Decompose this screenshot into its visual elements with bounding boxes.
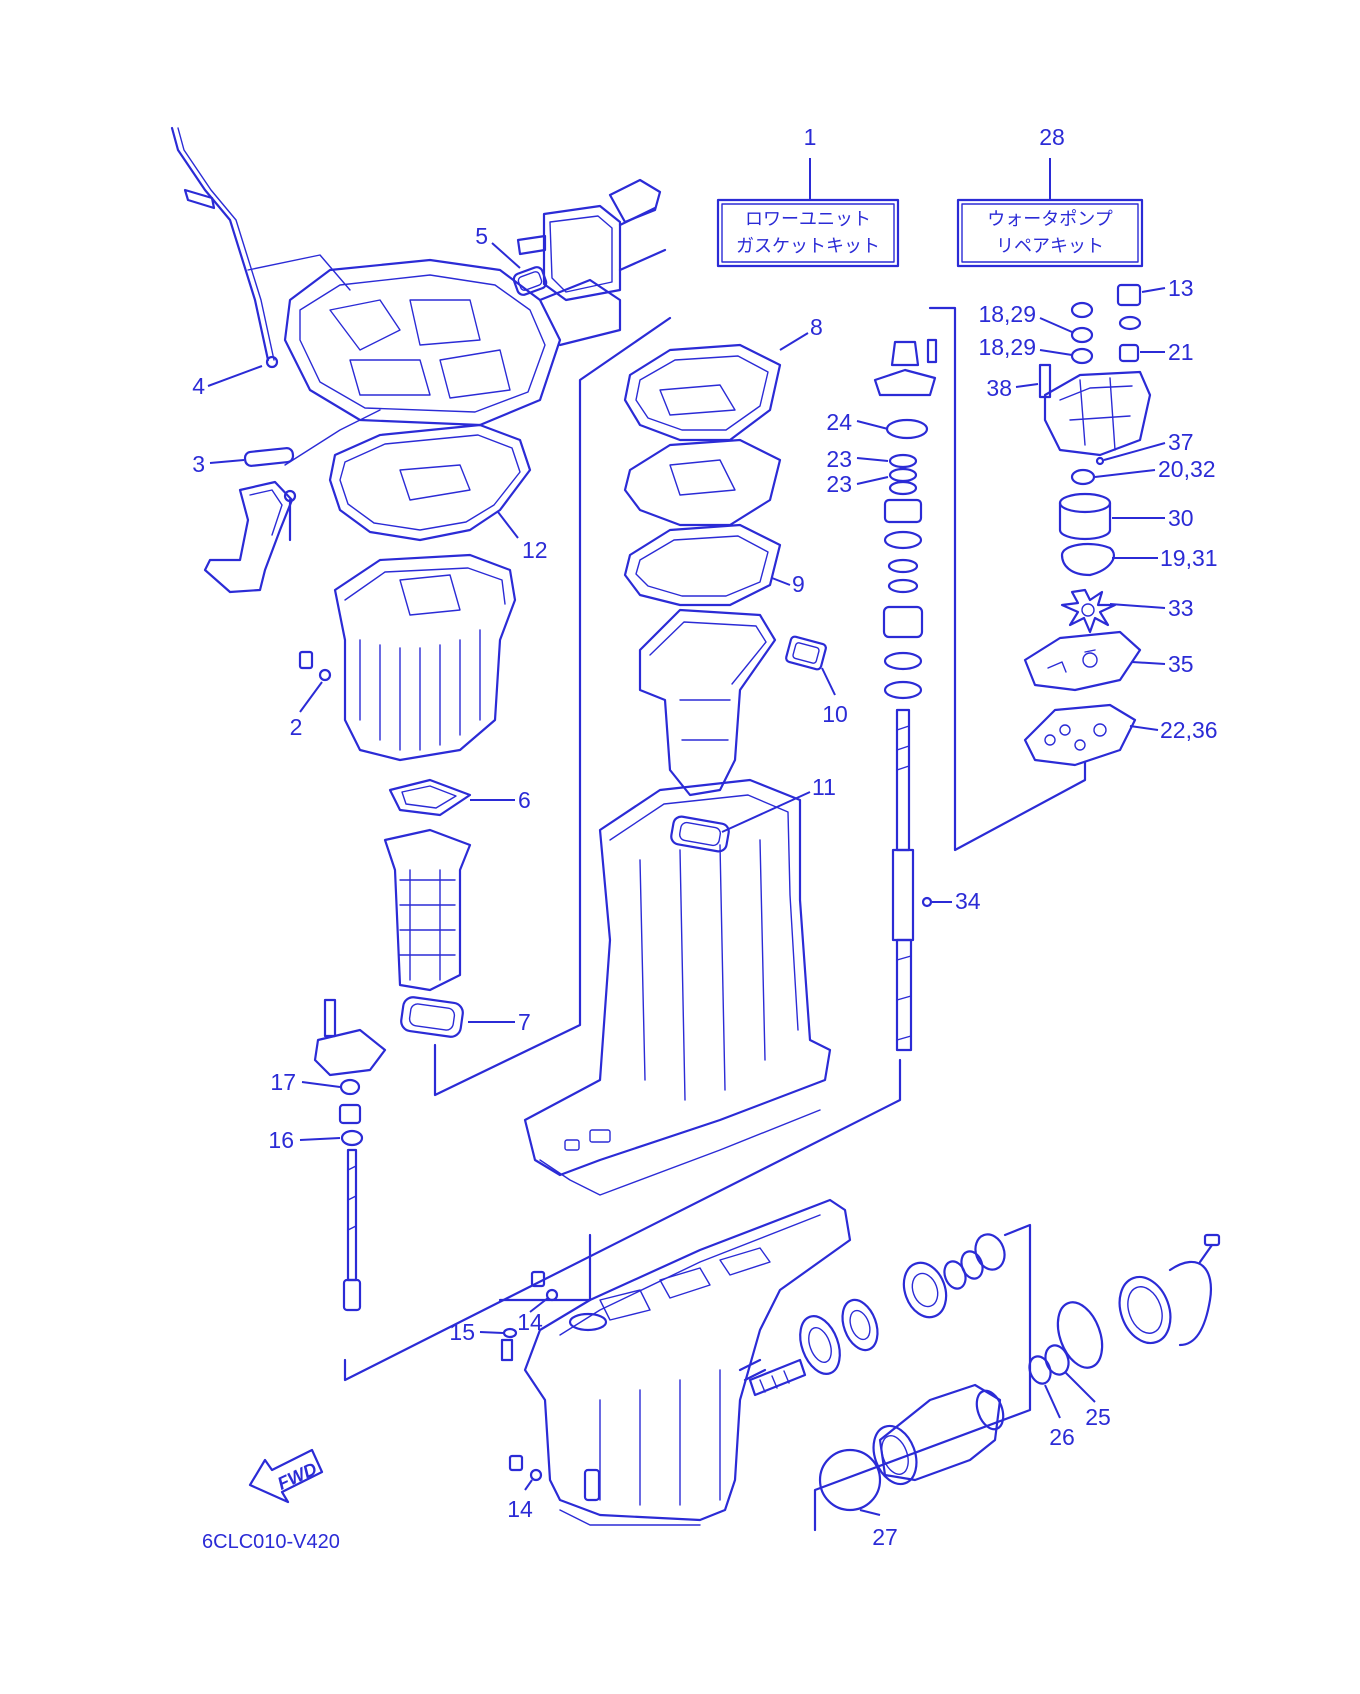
callout-15: 15 <box>449 1319 475 1345</box>
part-7-gasket: 7 <box>400 996 531 1038</box>
callout-38: 38 <box>986 375 1012 401</box>
part-14-lower: 14 <box>507 1454 543 1522</box>
callout-19-31: 19,31 <box>1160 545 1218 571</box>
part-4: 4 <box>192 365 263 399</box>
callout-11: 11 <box>812 774 836 800</box>
callout-23a: 23 <box>826 446 852 472</box>
part-15: 15 <box>449 1319 518 1362</box>
kit-name-gasket-kit: ガスケットキット <box>736 236 880 257</box>
callout-10: 10 <box>822 701 848 727</box>
shift-rod-assembly: 17 16 <box>268 998 387 1312</box>
callout-27: 27 <box>872 1524 898 1550</box>
callout-13: 13 <box>1168 275 1194 301</box>
callout-6: 6 <box>518 787 531 813</box>
callout-7: 7 <box>518 1009 531 1035</box>
part-2-bolt: 2 <box>290 650 332 740</box>
callout-34: 34 <box>955 888 981 914</box>
callout-9: 9 <box>792 571 805 597</box>
lower-casing <box>523 778 832 1196</box>
dipstick-and-upper-case <box>170 126 667 427</box>
callout-22-36: 22,36 <box>1160 717 1218 743</box>
callout-16: 16 <box>268 1127 294 1153</box>
callout-2: 2 <box>290 714 303 740</box>
callout-3: 3 <box>192 451 205 477</box>
part-14-upper: 14 <box>517 1270 559 1335</box>
callout-12: 12 <box>522 537 548 563</box>
callout-37: 37 <box>1168 429 1194 455</box>
callout-14b: 14 <box>507 1496 533 1522</box>
callout-18-29b: 18,29 <box>978 334 1036 360</box>
callout-21: 21 <box>1168 339 1194 365</box>
kit-number-1: 1 <box>804 124 817 150</box>
callout-35: 35 <box>1168 651 1194 677</box>
kit-box-water-pump-repair: 28 ウォータポンプ リペアキット <box>956 124 1144 268</box>
plate-center <box>623 438 782 527</box>
exhaust-manifold <box>638 608 777 797</box>
drawing-code: 6CLC010-V420 <box>202 1531 340 1553</box>
callout-14a: 14 <box>517 1309 543 1335</box>
kit-name-lower-unit: ロワーユニット <box>745 209 871 230</box>
kit-name-repair-kit: リペアキット <box>996 236 1104 257</box>
callout-24: 24 <box>826 409 852 435</box>
callout-18-29a: 18,29 <box>978 301 1036 327</box>
gear-case <box>523 1198 852 1526</box>
water-pump-parts: 13 18,29 18,29 21 38 37 20,32 30 <box>978 275 1218 767</box>
part-3-gasket-and-bracket: 3 <box>192 447 297 594</box>
kit-name-water-pump: ウォータポンプ <box>987 209 1112 230</box>
part-5-seal: 5 <box>475 223 548 296</box>
part-10-seal: 10 <box>785 635 848 727</box>
callout-25: 25 <box>1085 1404 1111 1430</box>
driveshaft-and-bearings: 24 23 23 34 <box>826 338 981 1052</box>
callout-20-32: 20,32 <box>1158 456 1216 482</box>
fwd-arrow-icon: FWD <box>248 1448 324 1504</box>
callout-17: 17 <box>270 1069 296 1095</box>
callout-30: 30 <box>1168 505 1194 531</box>
callout-5: 5 <box>475 223 488 249</box>
callout-23b: 23 <box>826 471 852 497</box>
part-6-gasket: 6 <box>388 778 531 817</box>
callout-26: 26 <box>1049 1424 1075 1450</box>
part-12-gasket: 12 <box>328 423 548 563</box>
exhaust-guide-housing <box>333 553 517 762</box>
callout-33: 33 <box>1168 595 1194 621</box>
propeller-shaft-gears <box>748 1233 1006 1397</box>
exhaust-pipe <box>383 828 472 992</box>
callout-8: 8 <box>810 314 823 340</box>
bearing-carrier-group: 26 25 27 <box>818 1233 1221 1550</box>
kit-number-28: 28 <box>1039 124 1065 150</box>
part-8-gasket: 8 <box>623 314 823 442</box>
part-9-gasket: 9 <box>623 523 805 607</box>
fwd-label: FWD <box>274 1458 320 1493</box>
kit-box-lower-unit-gasket: 1 ロワーユニット ガスケットキット <box>716 124 900 268</box>
callout-4: 4 <box>192 373 205 399</box>
